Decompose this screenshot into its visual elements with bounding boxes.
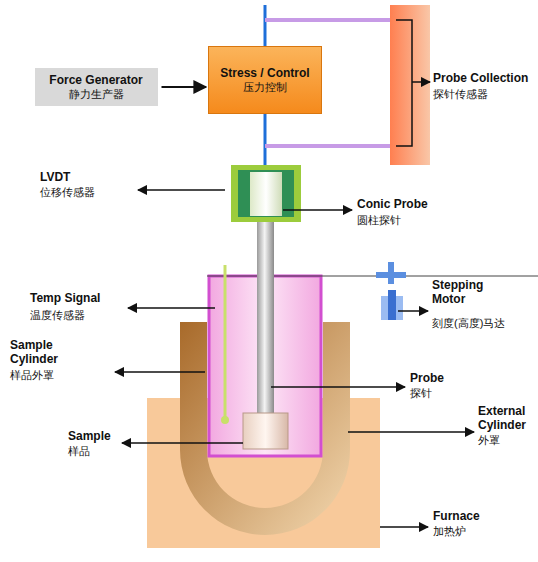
generator-box: Force Generator静力生产器: [35, 68, 158, 106]
part-name: External Cylinder: [478, 405, 538, 433]
leader-line: [115, 371, 205, 373]
leader-line: [138, 189, 225, 191]
node-text: Stress / Control: [220, 66, 309, 81]
leader-line: [128, 307, 215, 309]
part-name-zh: 圆柱探针: [357, 214, 401, 227]
temp-sensor-tip: [221, 416, 229, 424]
probe-wire: [265, 18, 392, 22]
leader-line: [283, 209, 352, 211]
bracket: [396, 20, 412, 146]
part-name-zh: 位移传感器: [40, 186, 95, 199]
control-box: Stress / Control压力控制: [208, 46, 322, 114]
part-name-zh: 外罩: [478, 434, 500, 447]
conic-probe: [250, 172, 282, 216]
node-text: Force Generator: [49, 73, 142, 88]
leader-line: [271, 386, 405, 388]
part-name: Stepping Motor: [432, 279, 504, 307]
shaft: [264, 114, 267, 166]
probe-wire: [265, 144, 392, 148]
part-name-zh: 样品: [68, 445, 90, 458]
leader-line: [122, 442, 243, 444]
leader-line: [348, 431, 474, 433]
node-text: 压力控制: [243, 81, 287, 95]
temp-sensor: [224, 265, 227, 418]
part-name: Sample Cylinder: [10, 339, 72, 367]
leader-line: [398, 310, 428, 312]
part-name: Conic Probe: [357, 198, 428, 212]
part-name-zh: 刻度(高度)马达: [432, 317, 505, 330]
level-line: [207, 276, 538, 277]
shaft: [264, 5, 267, 46]
part-name-zh: 探针: [410, 387, 432, 400]
part-name-zh: 加热炉: [433, 525, 466, 538]
stepping-motor: [376, 272, 406, 278]
part-name-zh: 样品外罩: [10, 369, 54, 382]
force-arrow: [162, 86, 207, 88]
part-name-zh: 温度传感器: [30, 309, 85, 322]
sample: [243, 413, 288, 449]
probe-collection-bar: [390, 5, 430, 165]
part-name-zh: 探针传感器: [433, 88, 488, 101]
leader-line: [380, 526, 428, 528]
part-name: Probe: [410, 372, 444, 386]
part-name: Sample: [68, 430, 111, 444]
part-name: Furnace: [433, 510, 480, 524]
part-name: Temp Signal: [30, 292, 100, 306]
lvdt: [231, 165, 301, 222]
part-name: Probe Collection: [433, 72, 528, 86]
leader-line: [412, 81, 430, 83]
part-name: LVDT: [40, 171, 70, 185]
stepping-motor: [388, 290, 396, 320]
node-text: 静力生产器: [69, 88, 124, 102]
